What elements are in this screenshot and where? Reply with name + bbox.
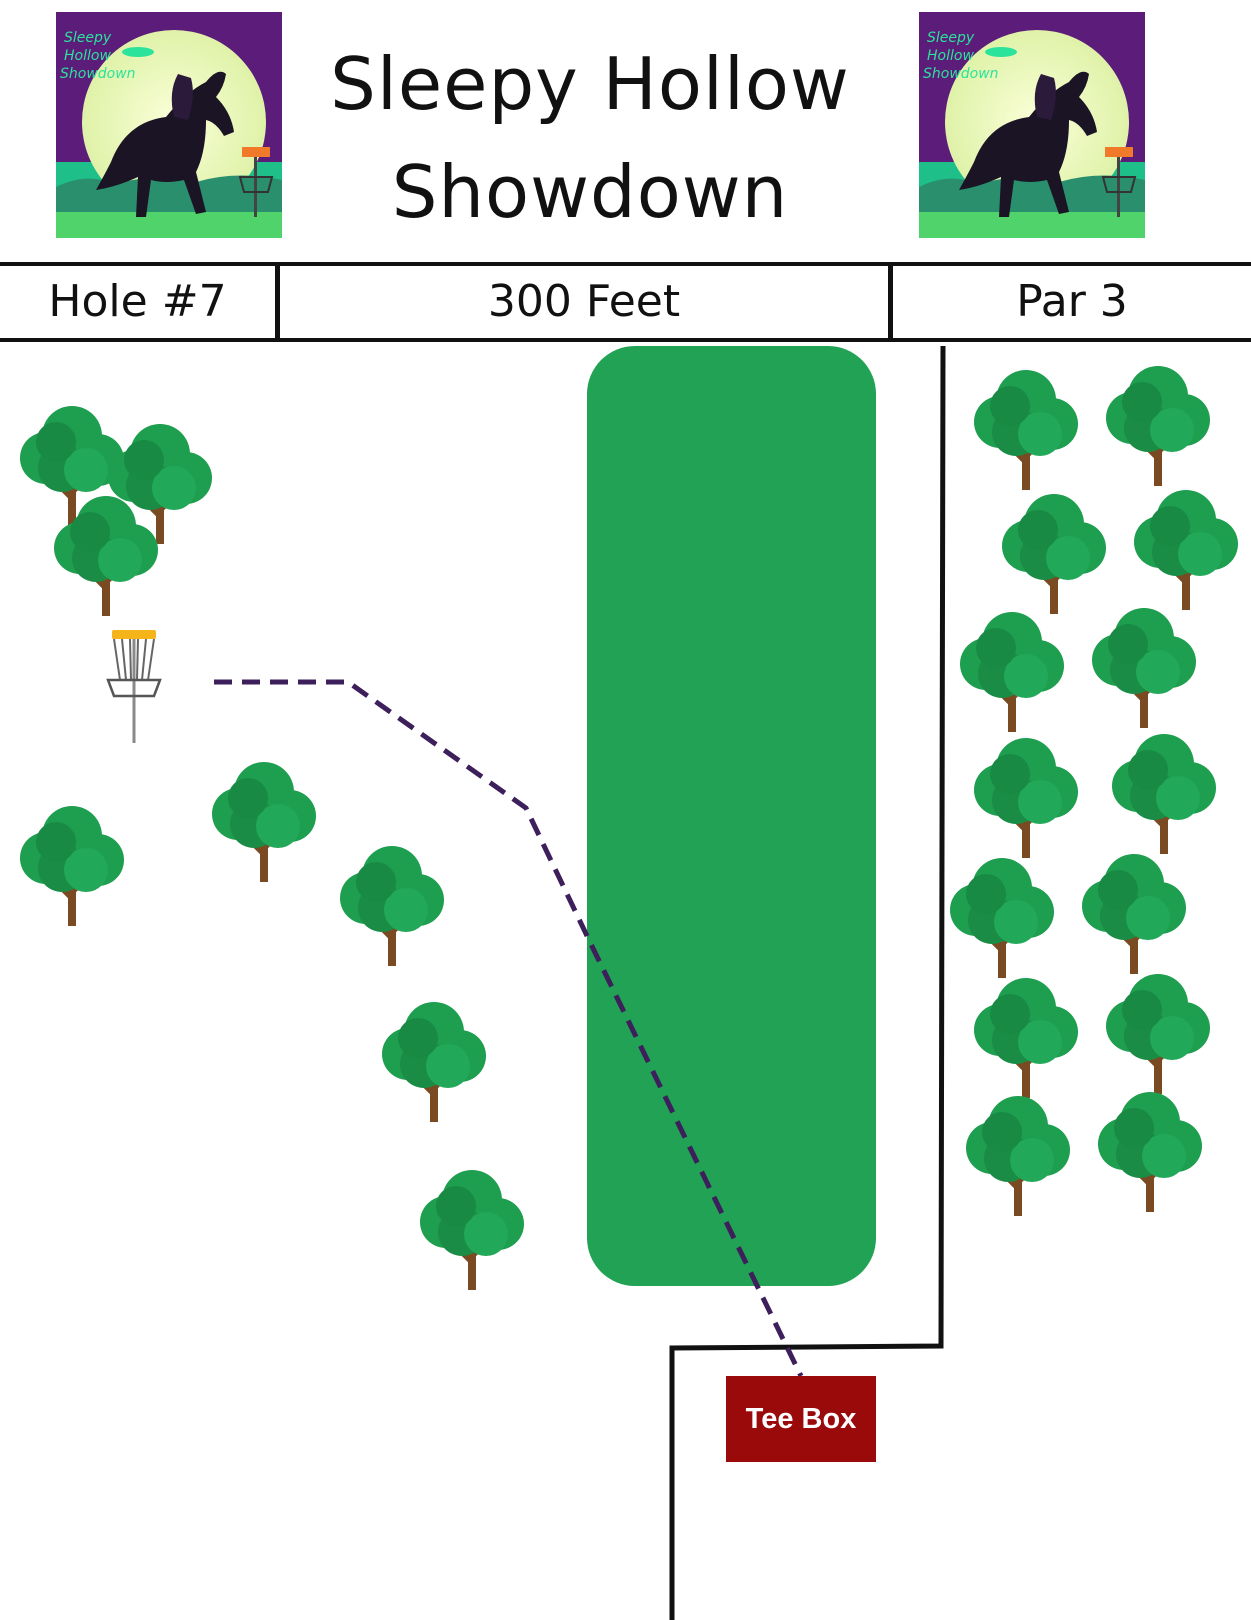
headless-horseman-logo-icon: Sleepy Hollow Showdown xyxy=(919,12,1145,238)
tree-icon xyxy=(420,1170,524,1290)
tree-icon xyxy=(1098,1092,1202,1212)
headless-horseman-logo-icon: Sleepy Hollow Showdown xyxy=(56,12,282,238)
svg-text:Showdown: Showdown xyxy=(923,66,999,82)
tree-icon xyxy=(382,1002,486,1122)
event-logo-right: Sleepy Hollow Showdown xyxy=(919,12,1145,238)
hole-map xyxy=(0,342,1251,1620)
tree-icon xyxy=(974,978,1078,1098)
svg-text:Hollow: Hollow xyxy=(927,48,974,64)
tree-icon xyxy=(960,612,1064,732)
hole-distance: 300 Feet xyxy=(280,266,893,338)
tee-box: Tee Box xyxy=(726,1376,876,1462)
page-title: Sleepy Hollow Showdown xyxy=(290,30,890,246)
tree-icon xyxy=(20,806,124,926)
tree-icon xyxy=(1082,854,1186,974)
hole-map-drawing xyxy=(0,345,1251,1620)
tree-icon xyxy=(966,1096,1070,1216)
tree-icon xyxy=(212,762,316,882)
svg-text:Hollow: Hollow xyxy=(64,48,111,64)
tree-icon xyxy=(1002,494,1106,614)
svg-text:Sleepy: Sleepy xyxy=(64,30,112,46)
title-line-2: Showdown xyxy=(391,150,789,234)
event-logo-left: Sleepy Hollow Showdown xyxy=(56,12,282,238)
disc-golf-basket-icon xyxy=(106,630,162,743)
title-line-1: Sleepy Hollow xyxy=(330,42,850,126)
fairway xyxy=(587,346,876,1286)
tree-icon xyxy=(1112,734,1216,854)
hole-par: Par 3 xyxy=(1016,276,1128,327)
svg-text:Sleepy: Sleepy xyxy=(927,30,975,46)
hole-number: Hole #7 xyxy=(0,266,280,338)
out-of-bounds-line xyxy=(669,345,946,1620)
tree-icon xyxy=(1092,608,1196,728)
hole-info-bar: Hole #7 300 Feet Par 3 xyxy=(0,262,1251,342)
tree-icon xyxy=(950,858,1054,978)
tree-icon xyxy=(1134,490,1238,610)
tree-icon xyxy=(974,370,1078,490)
tree-icon xyxy=(340,846,444,966)
header: Sleepy Hollow Showdown Sleepy Hollow Sho… xyxy=(0,0,1251,262)
tree-icon xyxy=(1106,366,1210,486)
svg-text:Showdown: Showdown xyxy=(60,66,136,82)
tree-icon xyxy=(974,738,1078,858)
tree-icon xyxy=(1106,974,1210,1094)
flight-path xyxy=(214,679,804,1378)
